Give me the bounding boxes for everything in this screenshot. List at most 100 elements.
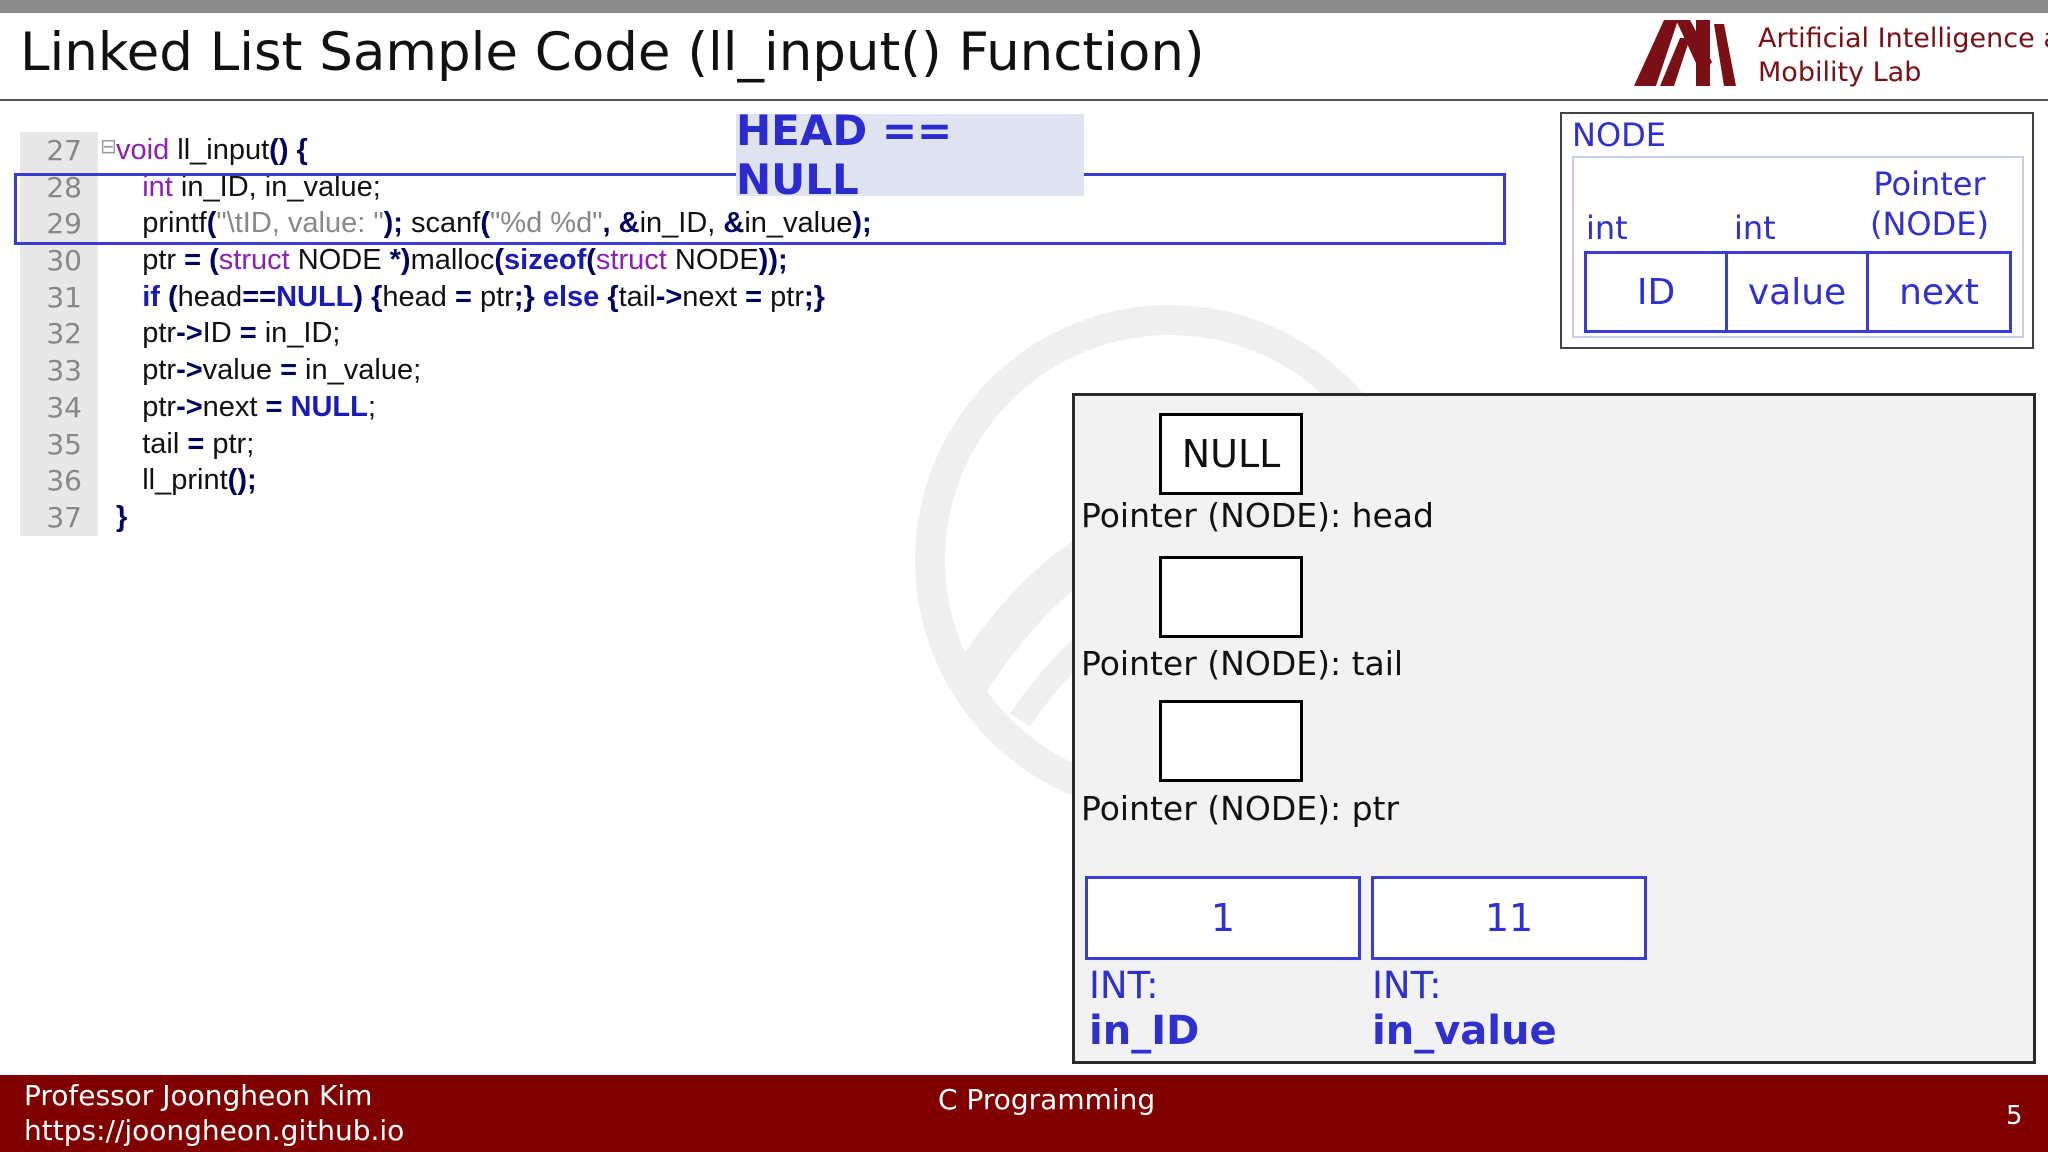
- code-token: [282, 391, 290, 423]
- code-token: "\tID, value: ": [216, 207, 384, 240]
- line-gutter: 37: [20, 498, 98, 536]
- node-field-next: next: [1866, 251, 2012, 333]
- in-value-type: INT:: [1372, 964, 1442, 1007]
- code-token: }: [116, 500, 128, 533]
- code-token: ;}: [513, 280, 535, 313]
- code-text: ptr->next = NULL;: [110, 391, 376, 424]
- code-token: , &: [602, 207, 640, 240]
- line-gutter: 35: [20, 425, 98, 463]
- code-token: =: [187, 427, 205, 460]
- code-token: );: [852, 207, 872, 240]
- code-text: ptr->ID = in_ID;: [110, 317, 340, 350]
- code-token: struct: [218, 244, 290, 277]
- node-struct-title: NODE: [1572, 116, 1666, 154]
- code-token: void: [116, 134, 170, 166]
- code-token: struct: [595, 244, 667, 277]
- code-token: () {: [269, 134, 308, 166]
- title-divider: [0, 99, 2048, 101]
- memory-diagram: NULL Pointer (NODE): head Pointer (NODE)…: [1072, 393, 2036, 1064]
- code-token: NULL: [290, 390, 368, 423]
- footer-professor: Professor Joongheon Kim: [24, 1079, 373, 1112]
- code-line: 37}: [20, 498, 1040, 536]
- line-number: 29: [46, 207, 82, 241]
- code-token: ll_input: [169, 134, 270, 166]
- code-token: next: [202, 390, 266, 423]
- code-token: ->: [176, 354, 203, 387]
- code-token: tail: [110, 427, 188, 460]
- code-token: NODE: [289, 244, 390, 277]
- code-line: 36 ll_print();: [20, 462, 1040, 499]
- slide-title: Linked List Sample Code (ll_input() Func…: [20, 22, 1205, 83]
- code-line: 31 if (head==NULL) {head = ptr;} else {t…: [20, 278, 1040, 316]
- code-token: ptr: [110, 244, 185, 277]
- code-token: in_ID,: [639, 207, 724, 240]
- code-token: ->: [176, 317, 203, 350]
- in-value-name: in_value: [1372, 1008, 1557, 1054]
- code-line: 32 ptr->ID = in_ID;: [20, 315, 1040, 353]
- condition-label: HEAD == NULL: [736, 106, 1084, 204]
- code-token: sizeof: [504, 244, 587, 277]
- code-token: =: [265, 390, 283, 423]
- code-text: printf("\tID, value: "); scanf("%d %d", …: [110, 207, 872, 240]
- node-type-next: Pointer (NODE): [1870, 165, 1989, 243]
- code-token: ptr: [110, 390, 177, 423]
- node-type-id: int: [1586, 209, 1628, 247]
- line-gutter: 27: [20, 132, 98, 169]
- code-token: printf: [110, 207, 207, 240]
- in-id-name: in_ID: [1089, 1008, 1200, 1054]
- node-struct-inner: int int Pointer (NODE) ID value next: [1572, 156, 2024, 338]
- code-token: else: [534, 280, 600, 313]
- code-token: in_value;: [297, 354, 422, 387]
- code-text: int in_ID, in_value;: [110, 171, 381, 204]
- page-number: 5: [2006, 1101, 2023, 1131]
- code-listing: 27 ⊟void ll_input() { 28 int in_ID, in_val…: [20, 132, 1040, 536]
- code-line: 30 ptr = (struct NODE *)malloc(sizeof(st…: [20, 242, 1040, 279]
- code-text: }: [116, 501, 127, 534]
- lab-name-line1: Artificial Intelligence and: [1758, 23, 2048, 54]
- code-token: );: [383, 207, 403, 240]
- lab-logo: Artificial Intelligence and Mobility Lab: [1630, 14, 2048, 94]
- code-token: head: [177, 280, 243, 313]
- code-text: ptr = (struct NODE *)malloc(sizeof(struc…: [110, 244, 788, 277]
- line-number: 27: [46, 134, 82, 167]
- code-token: =: [280, 354, 297, 387]
- line-gutter: 31: [20, 278, 98, 316]
- top-bar: [0, 0, 2048, 13]
- fold-toggle-icon[interactable]: ⊟: [100, 134, 117, 158]
- code-text: if (head==NULL) {head = ptr;} else {tail…: [110, 281, 825, 314]
- in-value-box: 11: [1371, 876, 1647, 960]
- code-token: ->: [176, 390, 203, 423]
- code-line: 34 ptr->next = NULL;: [20, 388, 1040, 426]
- code-token: ->: [655, 280, 683, 313]
- line-number: 28: [46, 170, 82, 204]
- footer-course: C Programming: [938, 1083, 1156, 1116]
- tail-pointer-box: [1159, 556, 1303, 638]
- code-token: ptr: [762, 280, 804, 313]
- line-number: 34: [46, 390, 82, 424]
- code-token: ;: [367, 390, 376, 423]
- code-token: ==: [242, 280, 277, 313]
- code-token: ();: [227, 464, 257, 497]
- code-token: in_value: [744, 207, 853, 240]
- tail-pointer-label: Pointer (NODE): tail: [1081, 644, 1404, 683]
- lab-logo-icon: [1634, 20, 1736, 86]
- code-token: (: [586, 244, 596, 277]
- code-token: (: [494, 244, 505, 277]
- footer-url[interactable]: https://joongheon.github.io: [24, 1114, 405, 1147]
- node-type-value: int: [1734, 209, 1776, 247]
- line-number: 33: [46, 354, 82, 388]
- code-token: ;}: [804, 280, 825, 313]
- code-token: {: [599, 280, 619, 313]
- code-token: ptr: [110, 317, 177, 350]
- code-token: ));: [758, 244, 788, 277]
- code-token: *): [389, 244, 411, 277]
- line-gutter: 33: [20, 352, 98, 389]
- line-number: 35: [46, 427, 82, 461]
- code-token: head: [382, 280, 455, 313]
- code-token: ID: [202, 317, 240, 350]
- code-token: =: [454, 280, 472, 313]
- code-token: NULL: [276, 280, 354, 313]
- head-pointer-label: Pointer (NODE): head: [1081, 496, 1434, 535]
- code-token: (: [480, 207, 491, 240]
- line-number: 37: [46, 500, 82, 534]
